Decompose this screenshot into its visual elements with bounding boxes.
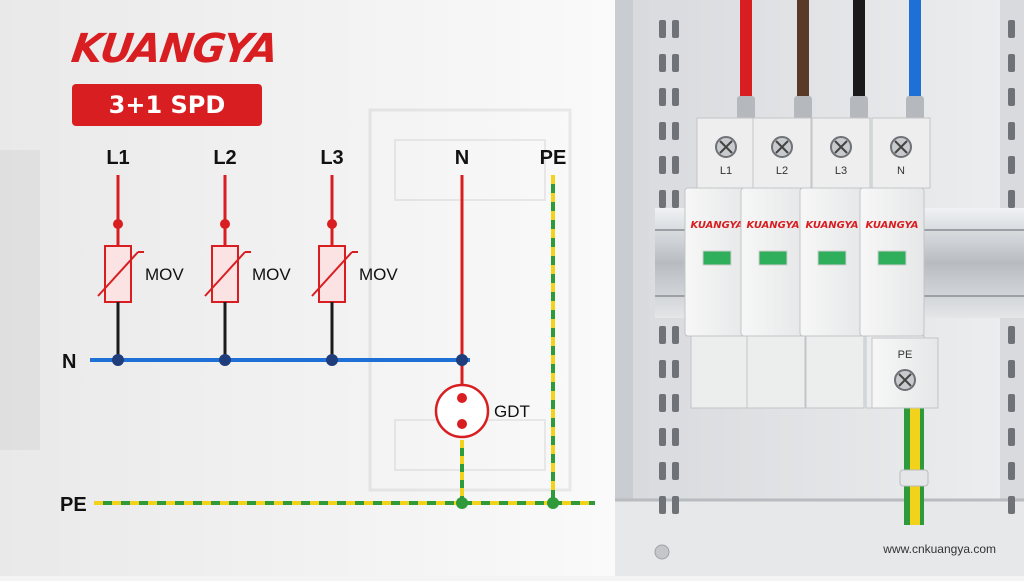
mov-symbol xyxy=(104,245,132,303)
cabinet-slot xyxy=(659,496,666,514)
spd-module-4: N KUANGYA xyxy=(859,117,931,409)
cabinet-slot xyxy=(659,20,666,38)
n-bus-label: N xyxy=(62,351,76,373)
terminal-label: N xyxy=(897,165,905,177)
cabinet-slot xyxy=(1008,360,1015,378)
cabinet-slot xyxy=(1008,496,1015,514)
cabinet-slot xyxy=(1008,394,1015,412)
terminal-label: L2 xyxy=(776,165,788,177)
cabinet-slot xyxy=(1008,156,1015,174)
cabinet-slot xyxy=(672,190,679,208)
cabinet-slot xyxy=(672,394,679,412)
mov-label: MOV xyxy=(252,265,291,284)
status-indicator xyxy=(877,250,907,266)
input-cables xyxy=(737,0,924,120)
spd-type-badge: 3+1 SPD xyxy=(72,84,262,126)
cabinet-slot xyxy=(1008,122,1015,140)
module-brand: KUANGYA xyxy=(806,220,859,231)
label-l3: L3 xyxy=(320,147,343,169)
cabinet-slot xyxy=(672,156,679,174)
cabinet-slot xyxy=(1008,88,1015,106)
cabinet-slot xyxy=(1008,20,1015,38)
junction-dot xyxy=(547,497,559,509)
cabinet-slot xyxy=(659,156,666,174)
cabinet-slot xyxy=(672,428,679,446)
cabinet-slot xyxy=(672,326,679,344)
cabinet-slot xyxy=(1008,190,1015,208)
label-n: N xyxy=(455,147,469,169)
mov-label: MOV xyxy=(145,265,184,284)
schematic: MOV MOV MOV GDT L1 L2 L3 N PE N PE xyxy=(60,147,595,516)
cabinet-slot xyxy=(1008,428,1015,446)
cabinet-slot xyxy=(672,54,679,72)
brand-logo: KUANGYA xyxy=(68,26,281,72)
cabinet-slot xyxy=(659,462,666,480)
terminal-label: L3 xyxy=(835,165,847,177)
cabinet-slot xyxy=(659,54,666,72)
cabinet-slot xyxy=(1008,54,1015,72)
mov-label: MOV xyxy=(359,265,398,284)
cabinet-slot xyxy=(1008,326,1015,344)
cabinet-slot xyxy=(659,88,666,106)
website-url: www.cnkuangya.com xyxy=(883,542,996,556)
module-brand: KUANGYA xyxy=(691,220,744,231)
pe-cable xyxy=(904,405,924,525)
cabinet-slot xyxy=(659,190,666,208)
cabinet-slot xyxy=(659,122,666,140)
gdt-label: GDT xyxy=(494,402,530,421)
cabinet-slot xyxy=(659,394,666,412)
junction-dot xyxy=(112,354,124,366)
cabinet-frame xyxy=(615,0,1024,576)
cable-l1 xyxy=(740,0,752,105)
gdt-symbol xyxy=(434,383,490,439)
cabinet-slot xyxy=(659,326,666,344)
status-indicator xyxy=(817,250,847,266)
pe-bus-label: PE xyxy=(60,494,87,516)
mov-branch-1: MOV xyxy=(97,175,184,360)
cabinet-slot xyxy=(672,20,679,38)
cabinet-slot xyxy=(672,496,679,514)
junction-dot xyxy=(456,497,468,509)
cabinet-slot xyxy=(1008,462,1015,480)
label-l2: L2 xyxy=(213,147,236,169)
mov-branch-2: MOV xyxy=(204,175,291,360)
cable-n xyxy=(909,0,921,105)
junction-dot xyxy=(456,354,468,366)
module-brand: KUANGYA xyxy=(866,220,919,231)
module-brand: KUANGYA xyxy=(747,220,800,231)
cable-l2 xyxy=(797,0,809,105)
cable-l3 xyxy=(853,0,865,105)
junction-dot xyxy=(219,354,231,366)
cabinet-slot xyxy=(659,360,666,378)
cabinet-slot xyxy=(672,122,679,140)
cabinet-slot xyxy=(672,462,679,480)
cabinet-slot xyxy=(659,428,666,446)
label-l1: L1 xyxy=(106,147,129,169)
status-indicator xyxy=(758,250,788,266)
junction-dot xyxy=(326,354,338,366)
label-pe: PE xyxy=(540,147,567,169)
terminal-label: L1 xyxy=(720,165,732,177)
mov-branch-3: MOV xyxy=(311,175,398,360)
cabinet-slot xyxy=(672,360,679,378)
cabinet-slot xyxy=(672,88,679,106)
status-indicator xyxy=(702,250,732,266)
pe-terminal-label: PE xyxy=(898,349,913,361)
faded-background-cabinet xyxy=(0,108,572,492)
